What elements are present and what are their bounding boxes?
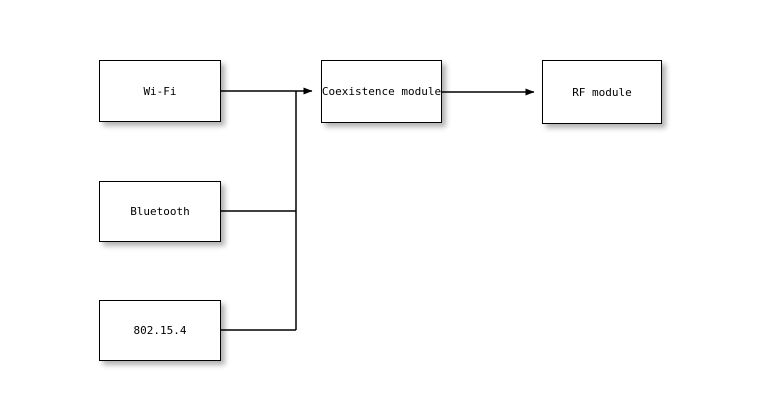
node-bluetooth[interactable]: Bluetooth [99,181,221,242]
node-wifi[interactable]: Wi-Fi [99,60,221,122]
node-bluetooth-label: Bluetooth [130,205,190,218]
node-802-15-4[interactable]: 802.15.4 [99,300,221,361]
node-rf-module[interactable]: RF module [542,60,662,124]
node-rf-module-label: RF module [572,85,632,99]
node-wifi-label: Wi-Fi [143,84,177,98]
node-coexistence-module[interactable]: Coexistence module [321,60,442,123]
node-802-15-4-label: 802.15.4 [133,324,187,337]
node-coexistence-module-label: Coexistence module [321,85,442,98]
